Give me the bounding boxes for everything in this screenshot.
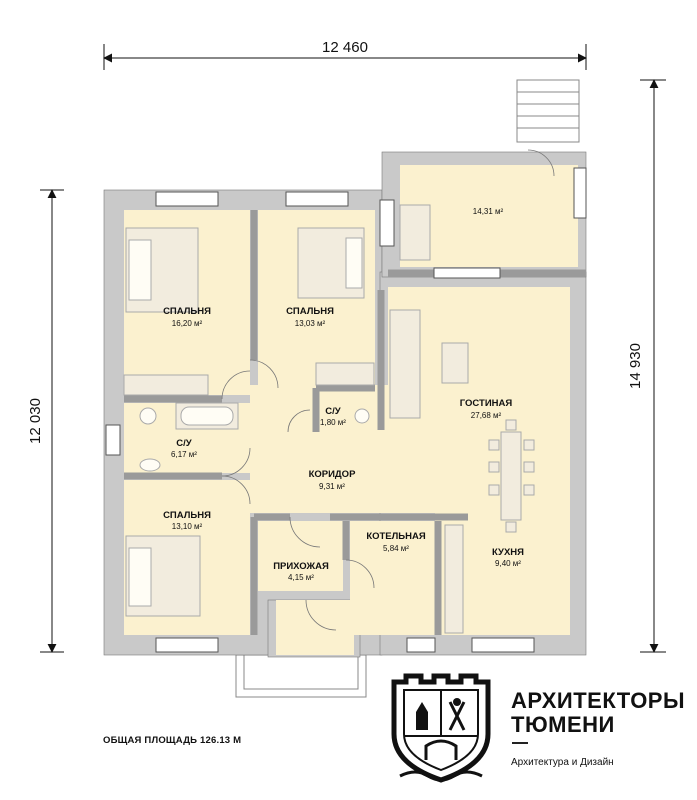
room-bedroom-1: СПАЛЬНЯ 16,20 м² [163, 306, 211, 328]
brand-subtitle: Архитектура и Дизайн [511, 757, 614, 768]
room-name: КУХНЯ [492, 547, 524, 558]
dimension-top: 12 460 [103, 39, 587, 70]
dimension-left: 12 030 [27, 189, 64, 653]
room-area: 4,15 м² [288, 573, 314, 582]
furniture [123, 204, 535, 634]
door-swings [221, 149, 555, 631]
dimension-left-label: 12 030 [27, 398, 44, 444]
room-name: СПАЛЬНЯ [286, 306, 334, 317]
room-bedroom-3: СПАЛЬНЯ 13,10 м² [163, 510, 211, 531]
room-bathroom: С/У 6,17 м² [171, 438, 197, 459]
dimension-right: 14 930 [627, 79, 666, 653]
room-area: 6,17 м² [171, 450, 197, 459]
room-name: ГОСТИНАЯ [460, 398, 513, 409]
room-area: 9,31 м² [319, 482, 345, 491]
room-name: СПАЛЬНЯ [163, 306, 211, 317]
room-area: 27,68 м² [471, 411, 502, 420]
porch-steps [235, 654, 367, 698]
room-name: КОРИДОР [309, 469, 357, 480]
room-name: С/У [176, 438, 192, 449]
room-area: 13,03 м² [295, 319, 326, 328]
room-name: ПРИХОЖАЯ [273, 561, 329, 572]
company-logo-icon [391, 673, 491, 783]
room-boiler: КОТЕЛЬНАЯ 5,84 м² [366, 531, 426, 553]
brand-name-line2: ТЮМЕНИ [511, 712, 615, 737]
brand-divider [512, 742, 528, 744]
room-bedroom-2: СПАЛЬНЯ 13,03 м² [286, 306, 334, 328]
terrace-stairs [516, 79, 580, 143]
total-area-label: ОБЩАЯ ПЛОЩАДЬ 126.13 М [103, 735, 242, 746]
brand-name-line1: АРХИТЕКТОРЫ [511, 688, 686, 713]
room-name: КОТЕЛЬНАЯ [366, 531, 426, 542]
room-bathroom-small: С/У 1,80 м² [320, 406, 346, 427]
dimension-top-label: 12 460 [322, 39, 368, 56]
room-corridor: КОРИДОР 9,31 м² [309, 469, 357, 491]
room-area: 9,40 м² [495, 559, 521, 568]
room-area: 5,84 м² [383, 544, 409, 553]
room-area: 14,31 м² [473, 207, 504, 216]
dimension-right-label: 14 930 [627, 343, 644, 389]
room-area: 1,80 м² [320, 418, 346, 427]
room-name: СПАЛЬНЯ [163, 510, 211, 521]
room-terrace: 14,31 м² [473, 207, 504, 216]
room-area: 13,10 м² [172, 522, 203, 531]
room-area: 16,20 м² [172, 319, 203, 328]
room-name: С/У [325, 406, 341, 417]
room-kitchen: КУХНЯ 9,40 м² [492, 547, 524, 568]
windows [105, 167, 587, 653]
room-living: ГОСТИНАЯ 27,68 м² [460, 398, 513, 420]
room-hall: ПРИХОЖАЯ 4,15 м² [273, 561, 329, 582]
